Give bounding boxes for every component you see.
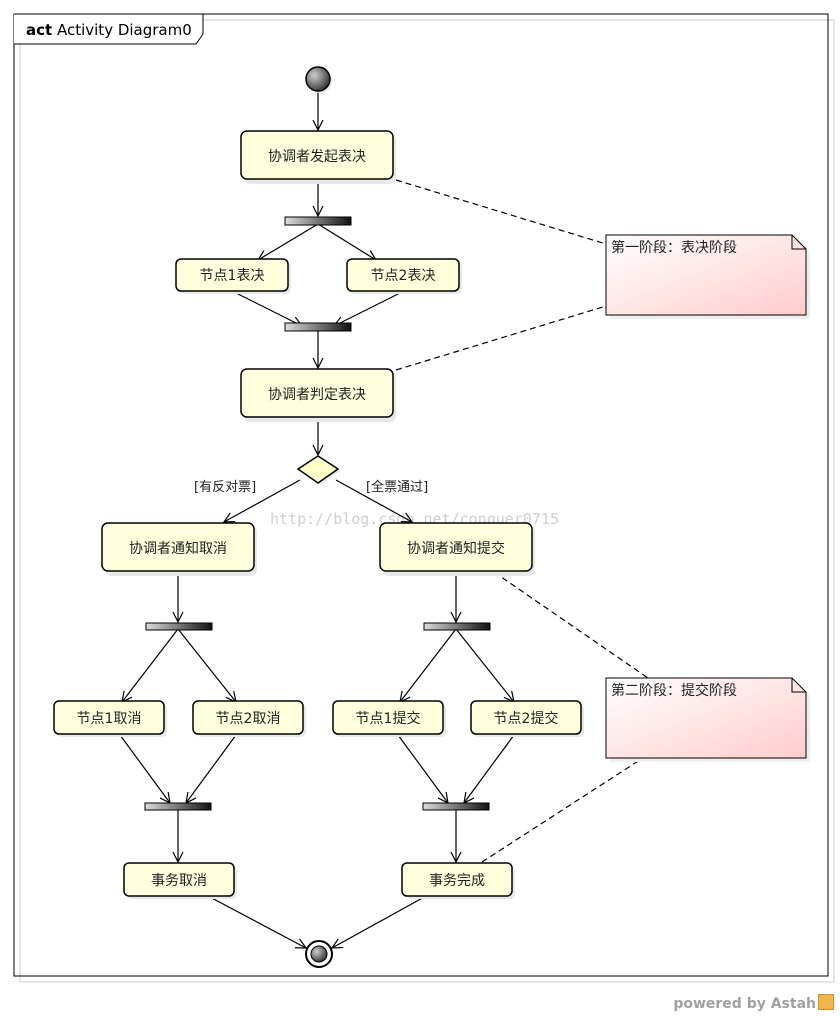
- control-flows: [119, 92, 514, 948]
- svg-text:节点2表决: 节点2表决: [371, 268, 436, 284]
- action-judge-vote: 协调者判定表决: [240, 368, 396, 422]
- note-phase1: 第一阶段：表决阶段: [605, 234, 810, 319]
- action-notify-commit: 协调者通知提交: [379, 522, 535, 576]
- svg-text:事务取消: 事务取消: [151, 873, 207, 889]
- svg-text:节点1提交: 节点1提交: [356, 710, 421, 727]
- diagram-frame: act Activity Diagram0: [13, 13, 835, 983]
- action-node2-commit: 节点2提交: [470, 700, 584, 737]
- action-node2-cancel: 节点2取消: [192, 700, 306, 737]
- fork-bar-cancel: [145, 622, 213, 631]
- svg-text:第一阶段：表决阶段: 第一阶段：表决阶段: [611, 239, 737, 256]
- svg-text:节点1取消: 节点1取消: [77, 711, 142, 727]
- note-connectors: [395, 179, 649, 863]
- svg-text:节点1表决: 节点1表决: [200, 268, 265, 284]
- action-notify-cancel: 协调者通知取消: [101, 522, 257, 576]
- svg-text:协调者判定表决: 协调者判定表决: [268, 387, 366, 403]
- svg-text:节点2取消: 节点2取消: [216, 711, 281, 727]
- action-transaction-done: 事务完成: [401, 862, 515, 899]
- frame-title: act Activity Diagram0: [26, 21, 192, 39]
- note-phase2: 第二阶段：提交阶段: [605, 677, 810, 762]
- svg-text:协调者发起表决: 协调者发起表决: [268, 149, 366, 165]
- fork-bar-vote: [284, 216, 352, 226]
- initial-node: [305, 66, 332, 93]
- svg-text:协调者通知取消: 协调者通知取消: [129, 540, 227, 557]
- fork-join-bars: [144, 216, 491, 811]
- action-node1-cancel: 节点1取消: [53, 700, 167, 737]
- join-bar-commit: [422, 802, 490, 811]
- join-bar-cancel: [144, 802, 212, 811]
- guard-cancel: [有反对票]: [194, 480, 256, 495]
- svg-text:事务完成: 事务完成: [429, 873, 485, 889]
- action-node1-commit: 节点1提交: [332, 700, 446, 737]
- action-node2-vote: 节点2表决: [346, 258, 462, 294]
- action-node1-vote: 节点1表决: [175, 258, 291, 294]
- powered-by-footer: powered by Astah: [673, 994, 834, 1012]
- svg-text:节点2提交: 节点2提交: [494, 710, 559, 727]
- svg-text:第二阶段：提交阶段: 第二阶段：提交阶段: [611, 682, 737, 699]
- decision-node: [296, 455, 340, 485]
- astah-logo-icon: [818, 994, 834, 1010]
- join-bar-vote: [284, 322, 352, 332]
- guard-commit: [全票通过]: [366, 479, 428, 495]
- fork-bar-commit: [423, 622, 491, 631]
- svg-text:协调者通知提交: 协调者通知提交: [407, 540, 505, 557]
- action-initiate-vote: 协调者发起表决: [240, 130, 396, 184]
- action-transaction-cancel: 事务取消: [123, 862, 237, 899]
- final-node: [305, 940, 333, 968]
